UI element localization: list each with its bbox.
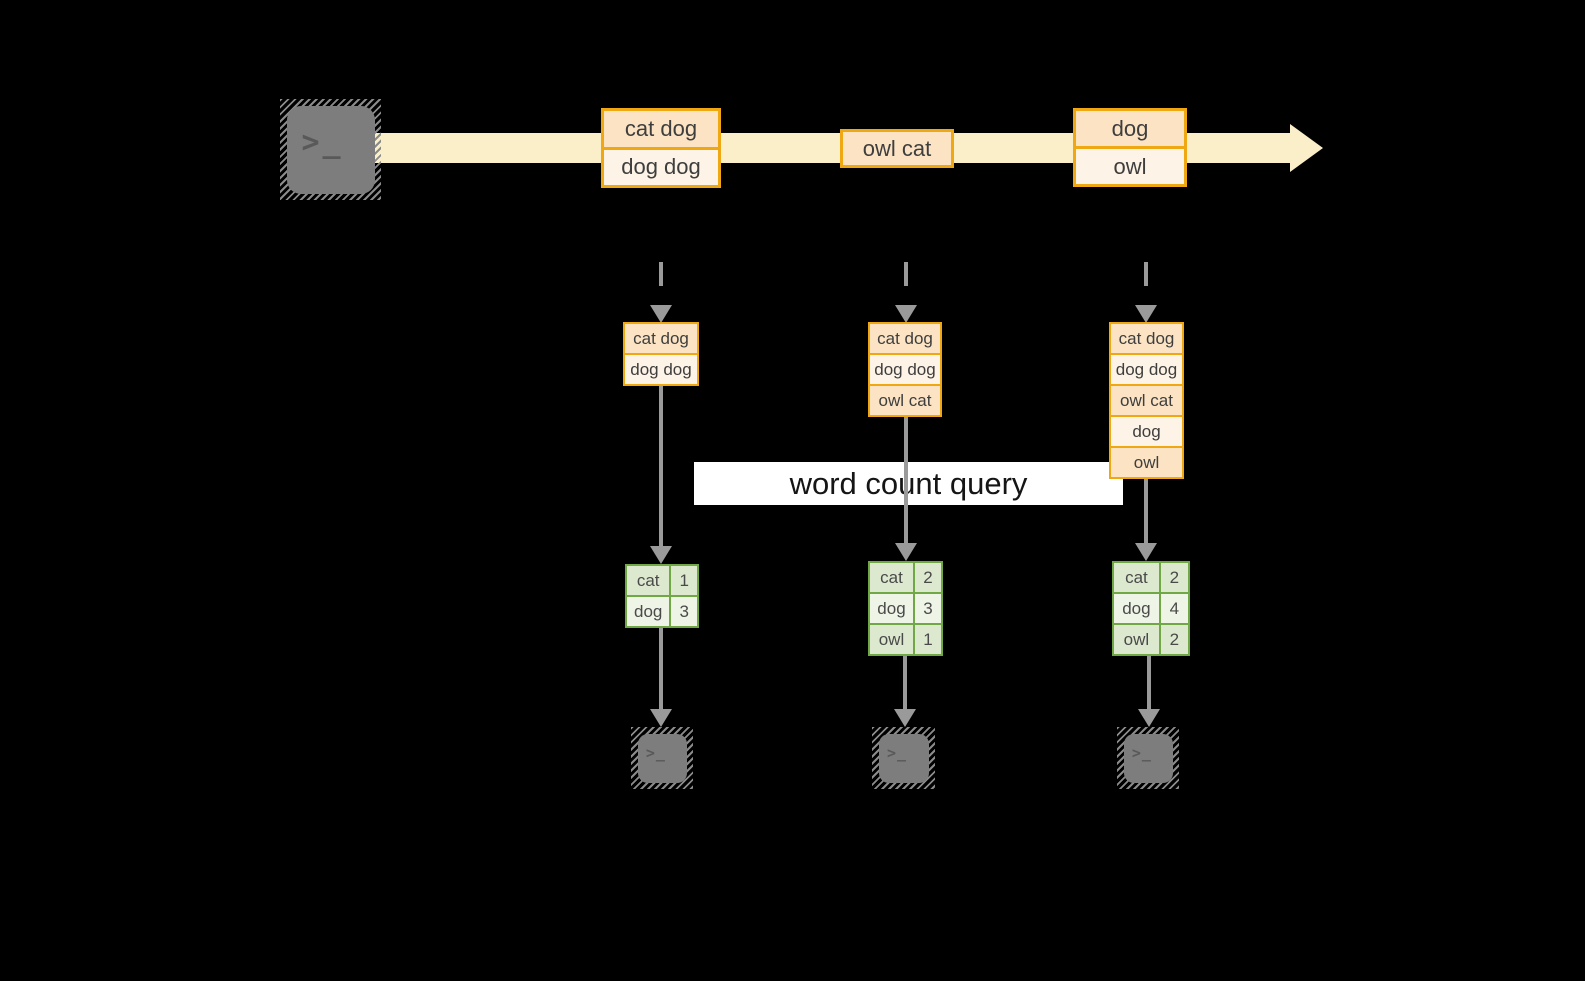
query-arrow-3 — [1135, 479, 1157, 561]
arrow-line — [659, 386, 663, 547]
terminal-sink-icon-1: >_ — [631, 727, 693, 789]
query-arrow-2 — [895, 417, 917, 561]
buffer-row: dog dog — [1111, 353, 1182, 384]
stream-event-line: cat dog — [604, 111, 718, 147]
count-row: dog 4 — [1114, 592, 1188, 623]
buffer-stack-2: cat dog dog dog owl cat — [868, 322, 942, 417]
count-row: cat 2 — [870, 563, 941, 592]
arrow-line — [659, 262, 663, 306]
stream-event-line: owl — [1076, 146, 1184, 184]
count-value: 2 — [1160, 625, 1188, 654]
arrow-line — [1144, 479, 1148, 544]
arrow-head — [650, 546, 672, 564]
count-word: cat — [1114, 563, 1161, 592]
count-table-2: cat 2 dog 3 owl 1 — [868, 561, 943, 656]
buffer-row: dog — [1111, 415, 1182, 446]
stream-event-1: cat dog dog dog — [601, 108, 721, 188]
ingest-arrow-2 — [895, 262, 917, 323]
output-arrow-3 — [1138, 656, 1160, 727]
ingest-arrow-3 — [1135, 262, 1157, 323]
buffer-row: dog dog — [625, 353, 697, 384]
arrow-head — [650, 305, 672, 323]
arrow-line — [904, 262, 908, 306]
count-row: cat 1 — [627, 566, 697, 595]
prompt-glyph: >_ — [887, 744, 908, 763]
count-word: cat — [870, 563, 915, 592]
prompt-glyph: >_ — [645, 744, 666, 763]
count-table-1: cat 1 dog 3 — [625, 564, 699, 628]
ingest-arrow-1 — [650, 262, 672, 323]
count-value: 2 — [1160, 563, 1188, 592]
terminal-screen: >_ — [286, 105, 375, 194]
terminal-source-icon: >_ — [280, 99, 381, 200]
count-value: 3 — [671, 597, 697, 626]
arrow-head — [1135, 305, 1157, 323]
count-table-3: cat 2 dog 4 owl 2 — [1112, 561, 1190, 656]
count-row: dog 3 — [627, 595, 697, 626]
arrow-line — [904, 417, 908, 544]
buffer-row: owl cat — [870, 384, 940, 415]
buffer-row: cat dog — [1111, 324, 1182, 353]
buffer-stack-1: cat dog dog dog — [623, 322, 699, 386]
prompt-glyph: >_ — [1131, 744, 1152, 763]
arrow-head — [1138, 709, 1160, 727]
buffer-row: owl cat — [1111, 384, 1182, 415]
count-row: dog 3 — [870, 592, 941, 623]
count-word: owl — [1114, 625, 1161, 654]
arrow-head — [895, 543, 917, 561]
count-word: dog — [1114, 594, 1161, 623]
prompt-glyph: >_ — [301, 124, 344, 160]
terminal-sink-icon-2: >_ — [872, 727, 935, 789]
stream-arrowhead — [1290, 124, 1323, 172]
terminal-screen: >_ — [637, 733, 687, 783]
count-row: cat 2 — [1114, 563, 1188, 592]
count-row: owl 2 — [1114, 623, 1188, 654]
count-word: cat — [627, 566, 672, 595]
stream-event-line: dog — [1076, 111, 1184, 146]
stream-event-3: dog owl — [1073, 108, 1187, 187]
query-label: word count query — [789, 465, 1028, 501]
terminal-screen: >_ — [1123, 733, 1173, 783]
arrow-line — [1147, 656, 1151, 710]
count-value: 4 — [1160, 594, 1188, 623]
count-word: dog — [627, 597, 672, 626]
count-value: 1 — [671, 566, 697, 595]
stream-event-line: dog dog — [604, 146, 718, 185]
terminal-screen: >_ — [878, 733, 929, 783]
buffer-row: dog dog — [870, 353, 940, 384]
arrow-head — [1135, 543, 1157, 561]
output-arrow-2 — [894, 656, 916, 727]
stream-event-2: owl cat — [840, 129, 954, 168]
count-word: owl — [870, 625, 915, 654]
arrow-line — [903, 656, 907, 710]
query-arrow-1 — [650, 386, 672, 564]
buffer-row: cat dog — [870, 324, 940, 353]
count-value: 2 — [914, 563, 941, 592]
count-word: dog — [870, 594, 915, 623]
arrow-head — [650, 709, 672, 727]
arrow-line — [659, 628, 663, 710]
buffer-row: cat dog — [625, 324, 697, 353]
output-arrow-1 — [650, 628, 672, 727]
arrow-head — [895, 305, 917, 323]
count-value: 3 — [914, 594, 941, 623]
count-value: 1 — [914, 625, 941, 654]
terminal-sink-icon-3: >_ — [1117, 727, 1179, 789]
buffer-stack-3: cat dog dog dog owl cat dog owl — [1109, 322, 1184, 479]
buffer-row: owl — [1111, 446, 1182, 477]
arrow-line — [1144, 262, 1148, 306]
query-label-band: word count query — [694, 462, 1123, 505]
count-row: owl 1 — [870, 623, 941, 654]
arrow-head — [894, 709, 916, 727]
stream-event-line: owl cat — [843, 132, 951, 165]
